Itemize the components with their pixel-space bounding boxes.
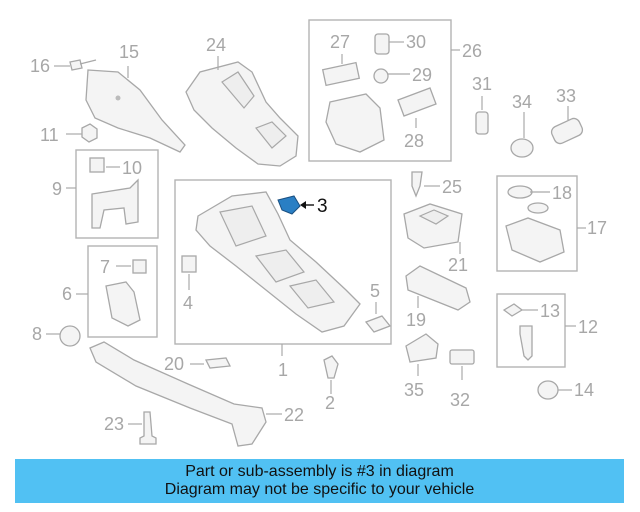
banner-line-2: Diagram may not be specific to your vehi… [164, 481, 475, 498]
group-box-17 [496, 175, 578, 272]
callout-13: 13 [540, 301, 560, 321]
part-15-side-panel [85, 69, 186, 153]
callout-23: 23 [104, 414, 124, 434]
callout-3-highlighted: 3 [317, 196, 328, 217]
part-31-clip [475, 111, 489, 135]
part-20-pad [204, 357, 232, 369]
callout-14: 14 [574, 380, 594, 400]
callout-28: 28 [404, 131, 424, 151]
callout-32: 32 [450, 390, 470, 410]
callout-6: 6 [62, 284, 72, 304]
part-26-bracket [325, 93, 385, 153]
part-13-clip [502, 303, 524, 317]
part-21-tray [403, 203, 463, 249]
part-32-switch [449, 349, 475, 365]
callout-12: 12 [578, 317, 598, 337]
callout-26: 26 [462, 41, 482, 61]
callout-8: 8 [32, 324, 42, 344]
group-box-1 [174, 179, 392, 345]
part-9-bracket [91, 178, 139, 229]
callout-15: 15 [119, 42, 139, 62]
callout-20: 20 [164, 354, 184, 374]
callout-29: 29 [412, 65, 432, 85]
part-18-ring [507, 185, 533, 199]
part-4-pad [181, 255, 197, 273]
part-19-mat [405, 265, 471, 311]
callout-31: 31 [472, 74, 492, 94]
part-33-socket [550, 117, 584, 145]
info-banner: Part or sub-assembly is #3 in diagram Di… [15, 459, 624, 503]
callout-7: 7 [100, 257, 110, 277]
callout-10: 10 [122, 158, 142, 178]
part-2-bolt [323, 355, 339, 379]
banner-line-1: Part or sub-assembly is #3 in diagram [185, 463, 454, 480]
part-16-screw [69, 59, 83, 71]
part-25-bolt [411, 171, 423, 198]
callout-34: 34 [512, 92, 532, 112]
part-3-highlighted-clip [277, 195, 301, 215]
callout-33: 33 [556, 86, 576, 106]
part-22-rail [89, 341, 267, 447]
part-30-socket [374, 33, 390, 55]
part-12-bracket [519, 325, 533, 361]
part-23-bolt [139, 411, 157, 445]
part-34-ring [510, 138, 534, 158]
callout-5: 5 [370, 281, 380, 301]
callout-19: 19 [406, 310, 426, 330]
callout-17: 17 [587, 218, 607, 238]
part-11-nut [81, 123, 98, 143]
group-box-26 [308, 19, 452, 162]
part-8-grommet [59, 325, 81, 347]
callout-2: 2 [325, 393, 335, 413]
callout-25: 25 [442, 177, 462, 197]
group-box-9 [75, 149, 159, 239]
callout-24: 24 [206, 35, 226, 55]
part-7-clip [132, 259, 147, 274]
part-5-cover [364, 315, 392, 333]
part-10-clip [89, 157, 105, 173]
parts-diagram: 1 2 3 4 5 6 7 8 9 10 11 12 13 14 15 16 1… [30, 19, 607, 447]
callout-35: 35 [404, 380, 424, 400]
callout-22: 22 [284, 405, 304, 425]
callout-16: 16 [30, 56, 50, 76]
callout-27: 27 [330, 32, 350, 52]
callout-18: 18 [552, 183, 572, 203]
part-6-bracket [105, 281, 141, 327]
part-28-bezel [397, 87, 437, 117]
part-29-lighter [373, 68, 389, 84]
callout-11: 11 [40, 125, 59, 145]
callout-30: 30 [406, 32, 426, 52]
callout-1: 1 [278, 360, 288, 380]
part-27-switch-panel [321, 61, 361, 87]
callout-21: 21 [448, 255, 468, 275]
part-17-cup-holder [505, 217, 565, 263]
callout-9: 9 [52, 179, 62, 199]
group-box-12 [496, 293, 566, 368]
part-14-grommet [537, 380, 559, 400]
group-box-6 [87, 245, 158, 338]
part-35-cover [405, 333, 439, 363]
callout-4: 4 [183, 293, 193, 313]
